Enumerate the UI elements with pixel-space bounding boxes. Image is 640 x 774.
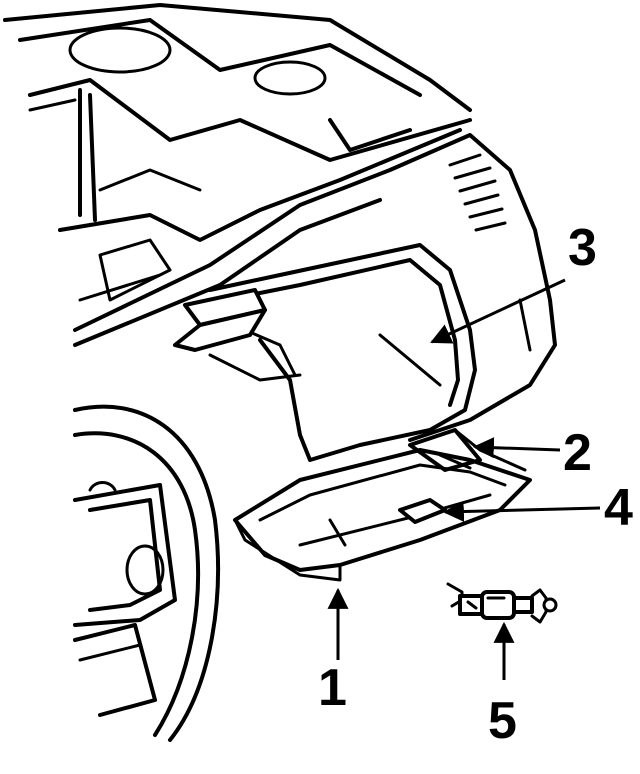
- lock-cylinder: [446, 582, 558, 624]
- callout-1: 1: [318, 659, 347, 717]
- glove-box-door: [233, 448, 532, 582]
- callouts: 1 2 3 4 5: [318, 219, 633, 750]
- leader-4: [442, 501, 601, 523]
- callout-4: 4: [604, 479, 633, 537]
- steering-wheel: [73, 404, 220, 742]
- dashboard-top: [3, 3, 472, 302]
- glove-box-opening: [208, 243, 477, 462]
- leader-3: [430, 278, 566, 344]
- dash-panel: [73, 133, 557, 442]
- callout-5: 5: [488, 692, 517, 750]
- leader-2: [472, 437, 561, 459]
- leader-lines: [327, 278, 601, 680]
- mounting-bracket: [173, 288, 302, 382]
- callout-2: 2: [563, 424, 592, 482]
- callout-3: 3: [568, 219, 597, 277]
